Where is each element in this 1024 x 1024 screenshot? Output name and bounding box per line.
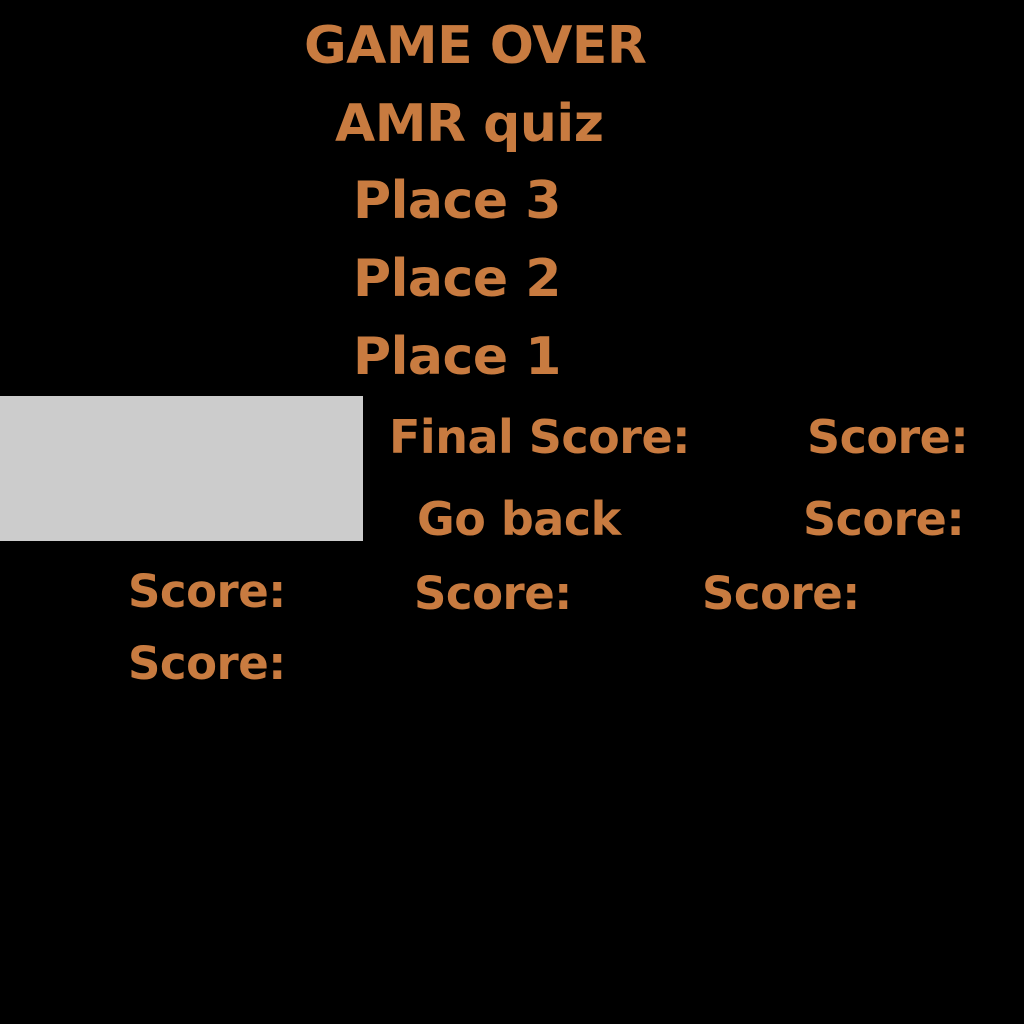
score-label-row-right: Score: xyxy=(702,567,860,620)
page-title: GAME OVER xyxy=(304,16,647,76)
final-score-label: Final Score: xyxy=(389,410,691,464)
leaderboard-place-1-label: Place 1 xyxy=(353,327,561,387)
answer-input-panel[interactable] xyxy=(0,396,363,541)
score-label-bottom-left: Score: xyxy=(128,637,286,690)
score-label-row-left: Score: xyxy=(128,565,286,618)
leaderboard-place-2-score-label: Score: xyxy=(803,492,965,546)
score-label-row-middle: Score: xyxy=(414,567,572,620)
leaderboard-place-3-label: Place 3 xyxy=(353,171,561,231)
leaderboard-place-2-label: Place 2 xyxy=(353,249,561,309)
go-back-button[interactable]: Go back xyxy=(417,492,621,546)
quiz-name-label: AMR quiz xyxy=(335,94,604,154)
leaderboard-place-3-score-label: Score: xyxy=(807,410,969,464)
